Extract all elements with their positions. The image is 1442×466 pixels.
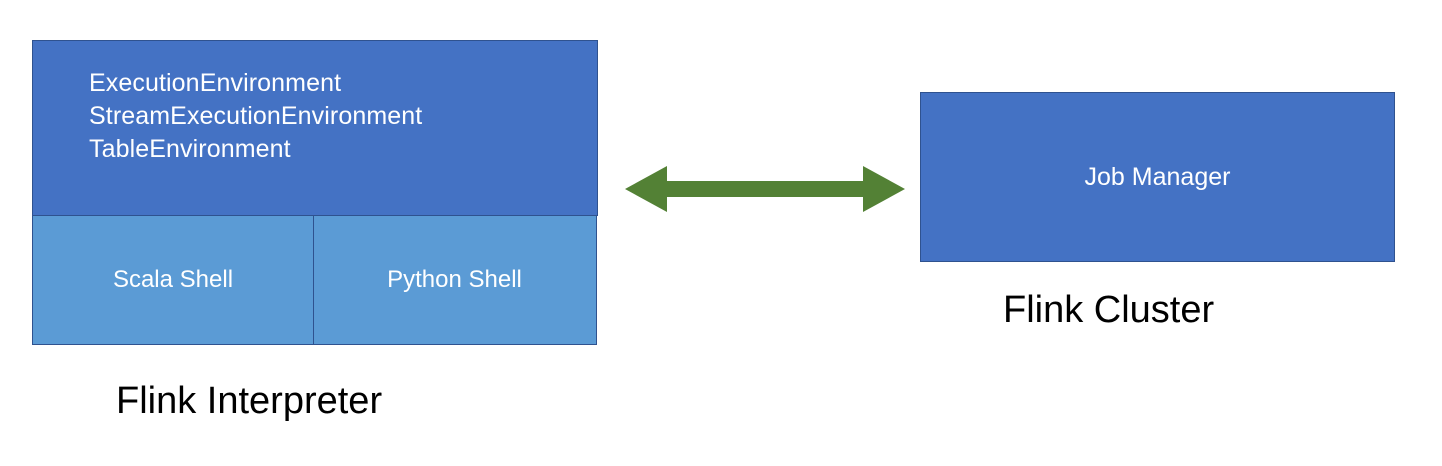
flink-interpreter-caption: Flink Interpreter xyxy=(116,380,383,422)
shell-cell-scala: Scala Shell xyxy=(32,215,314,345)
shell-cell-python: Python Shell xyxy=(312,215,597,345)
shell-row: Scala Shell Python Shell xyxy=(32,215,598,345)
environment-item-stream-execution: StreamExecutionEnvironment xyxy=(89,102,423,130)
bidirectional-arrow-icon xyxy=(623,163,907,215)
environment-panel: ExecutionEnvironment StreamExecutionEnvi… xyxy=(32,40,598,216)
flink-interpreter-box: ExecutionEnvironment StreamExecutionEnvi… xyxy=(32,40,598,345)
environment-item-table: TableEnvironment xyxy=(89,135,291,163)
job-manager-label: Job Manager xyxy=(1084,162,1231,191)
shell-label-scala: Scala Shell xyxy=(112,266,234,293)
flink-cluster-caption: Flink Cluster xyxy=(1003,289,1215,331)
job-manager-box: Job Manager xyxy=(920,92,1395,262)
environment-item-execution: ExecutionEnvironment xyxy=(89,69,342,97)
shell-label-python: Python Shell xyxy=(387,266,522,293)
